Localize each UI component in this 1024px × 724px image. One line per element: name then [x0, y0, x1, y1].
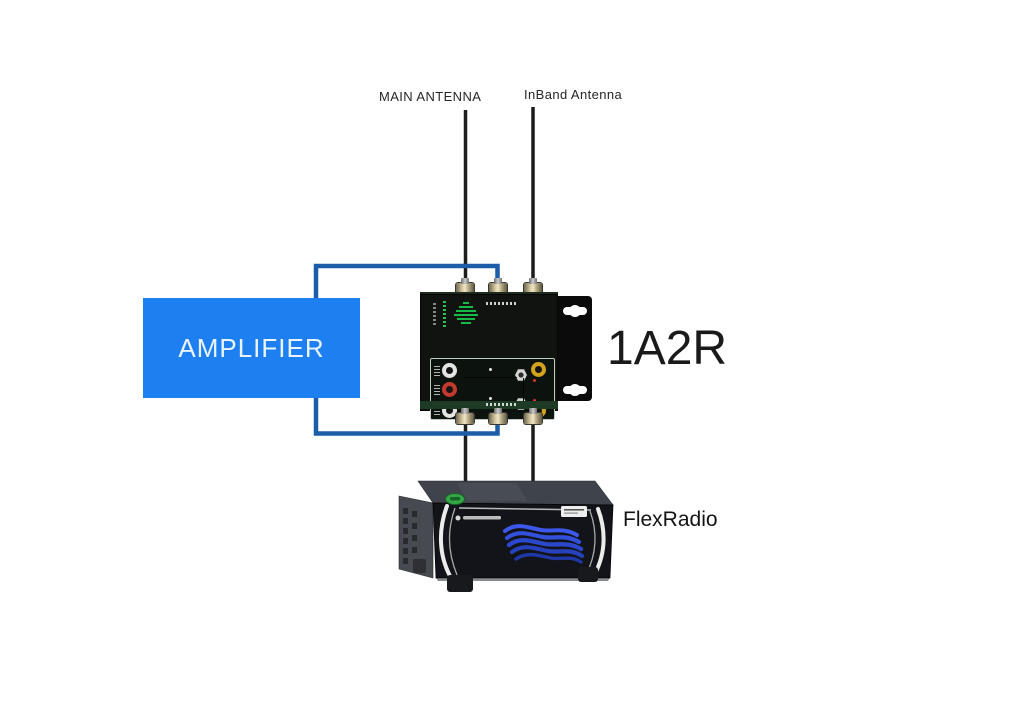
pcb-tree-logo-icon [454, 302, 478, 324]
coax-port-top-main [456, 278, 474, 294]
sma-connector-top [515, 369, 527, 381]
flexradio-illustration [398, 480, 614, 592]
model-microtext-green [443, 300, 446, 327]
amplifier-label: AMPLIFIER [178, 332, 325, 363]
antenna-switch-device [420, 277, 594, 425]
model-badge-line [564, 512, 578, 514]
left-swoosh-accent [438, 504, 452, 578]
coax-port-top-amp [489, 278, 507, 294]
brand-logo-dot [455, 515, 461, 521]
wave-logo-icon [503, 524, 585, 564]
main-antenna-label: MAIN ANTENNA [379, 89, 482, 104]
keyhole-slot-bottom [563, 383, 587, 397]
status-dot [533, 379, 536, 382]
model-badge-line [564, 509, 584, 511]
rca-jack-red [442, 382, 457, 397]
switch-model-label: 1A2R [607, 322, 728, 375]
radio-foot-side [413, 559, 426, 573]
mounting-bracket [558, 296, 592, 401]
pcb-mark [489, 368, 492, 371]
rca-jack-white-top [442, 363, 457, 378]
switch-body [420, 292, 558, 420]
coax-port-bottom-amp [489, 408, 507, 424]
keyhole-slot-top [563, 304, 587, 318]
pcb-trace [523, 378, 524, 405]
top-edge-microtext [486, 302, 518, 305]
pcb-panel [430, 358, 555, 420]
port-microlabel [434, 404, 440, 415]
radio-brand-label: FlexRadio [623, 508, 718, 531]
port-microlabel [434, 365, 440, 376]
radio-foot-right [578, 567, 598, 582]
radio-foot-left [447, 575, 473, 592]
port-microlabel [434, 384, 440, 395]
vent-slots [403, 508, 417, 564]
coax-port-top-inband [524, 278, 542, 294]
radio-top-sheen [457, 483, 527, 501]
pcb-mark [489, 397, 492, 400]
inband-antenna-label: InBand Antenna [524, 87, 623, 102]
green-badge-mark [450, 497, 460, 501]
brand-microtext [463, 516, 501, 520]
side-microtext [433, 303, 436, 325]
coax-port-bottom-left [456, 408, 474, 424]
rca-jack-gold-top [531, 362, 546, 377]
amplifier-box: AMPLIFIER [143, 298, 360, 398]
left-swoosh-echo [448, 507, 458, 576]
status-dot [533, 399, 536, 402]
model-badge [561, 506, 587, 517]
coax-port-bottom-right [524, 408, 542, 424]
radio-bottom-edge [436, 578, 610, 581]
bottom-edge-microtext [486, 403, 518, 406]
pcb-trace [463, 377, 517, 378]
